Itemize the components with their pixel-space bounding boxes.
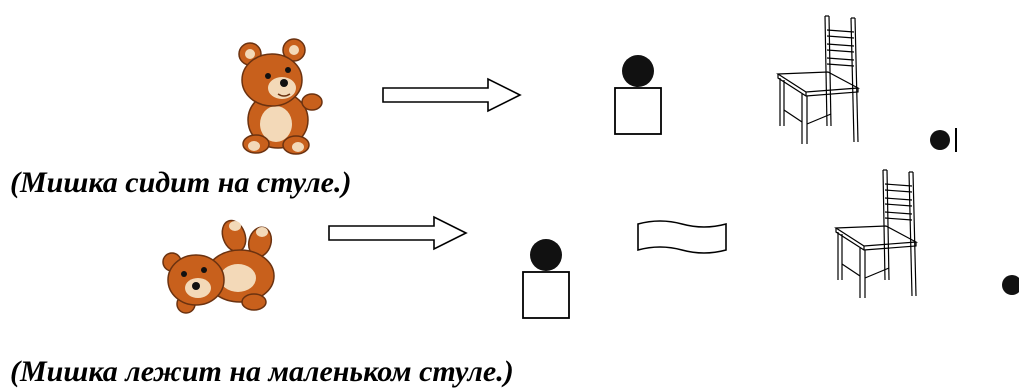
- caption-row-1: (Мишка сидит на стуле.): [10, 166, 352, 199]
- chair-icon: [776, 15, 861, 144]
- chair-dot-symbol: [1002, 275, 1019, 295]
- chair-dot-symbol: [930, 128, 957, 152]
- arrow-right-icon: [382, 77, 522, 113]
- arrow-right-icon: [328, 215, 468, 251]
- bear-on-chair-symbol: [522, 239, 570, 319]
- caption-row-2: (Мишка лежит на маленьком стуле.): [10, 355, 514, 388]
- bear-lying-icon: [162, 219, 275, 314]
- row-2: (Мишка лежит на маленьком стуле.): [0, 169, 1019, 391]
- chair-icon: [834, 169, 919, 298]
- wavy-banner-symbol: [637, 220, 727, 254]
- bear-sitting-icon: [238, 38, 323, 155]
- row-1: (Мишка сидит на стуле.): [10, 15, 957, 199]
- bear-on-chair-symbol: [614, 55, 662, 135]
